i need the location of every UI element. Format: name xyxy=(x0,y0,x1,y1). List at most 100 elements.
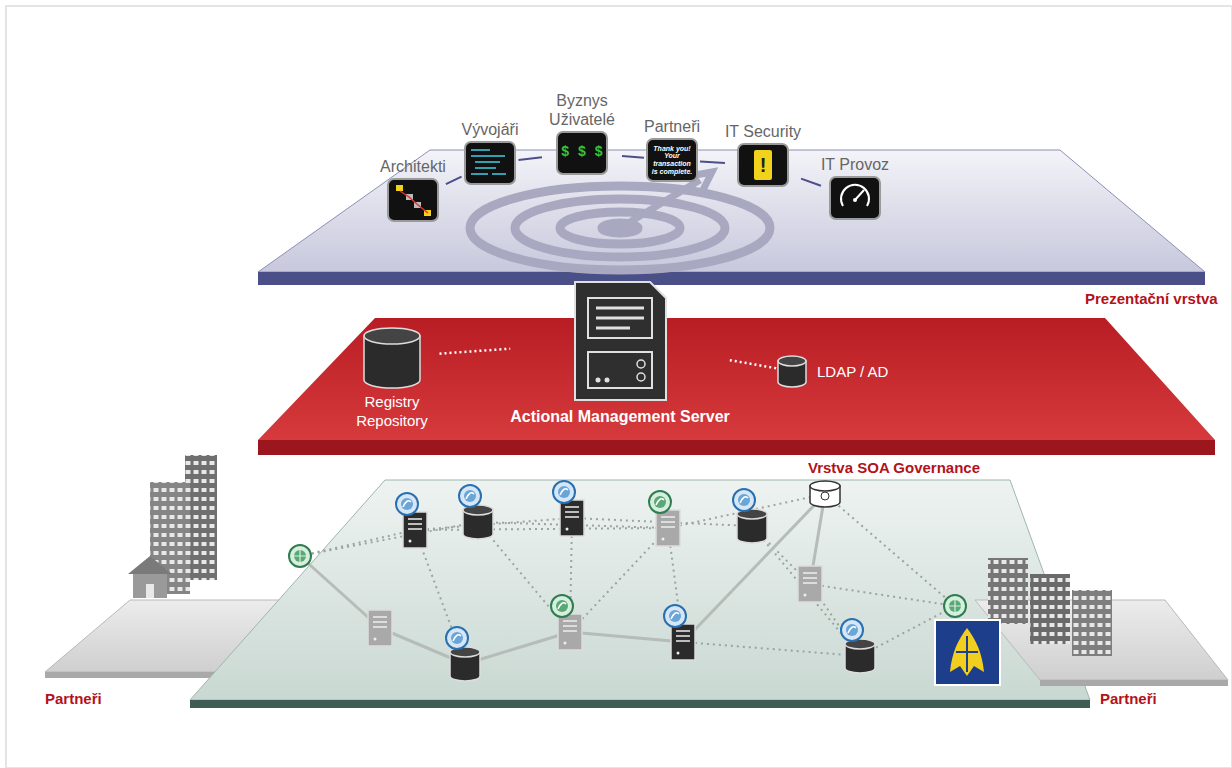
layer-heading: Vrstva SOA Governance xyxy=(808,459,980,476)
emblem xyxy=(935,620,1000,685)
network-server xyxy=(798,566,822,602)
icon-label: Vývojáři xyxy=(462,120,519,139)
business-icon xyxy=(557,132,607,174)
dotted-connector xyxy=(730,360,777,368)
network-link xyxy=(825,494,955,606)
icon-label: Actional Management Server xyxy=(510,407,730,426)
service-badge xyxy=(733,489,755,511)
network-server xyxy=(560,500,584,536)
plate-edge xyxy=(190,700,1090,708)
service-badge xyxy=(841,619,863,641)
platform-edge xyxy=(1040,680,1228,686)
icon-node: Vývojáři xyxy=(462,120,519,184)
icon-label: Registry Repository xyxy=(345,392,440,430)
network-server xyxy=(671,624,695,660)
network-link xyxy=(683,494,825,642)
icon-label: Byznys Uživatelé xyxy=(542,91,622,129)
network-link xyxy=(570,528,668,632)
partner-icon xyxy=(647,139,697,181)
icon-area xyxy=(574,281,666,401)
service-badge xyxy=(459,485,481,507)
icon-area xyxy=(388,179,438,221)
icon-area xyxy=(363,328,421,386)
operations-icon xyxy=(830,177,880,219)
icon-area: ! xyxy=(738,144,788,186)
icon-label: LDAP / AD xyxy=(817,362,888,381)
buildings xyxy=(988,558,1112,656)
connector-line xyxy=(801,179,821,186)
icon-area: Thank you! Your transaction is complete. xyxy=(647,139,697,181)
icon-node: Byznys Uživatelé $ $ $ xyxy=(542,91,622,174)
icon-area xyxy=(465,142,515,184)
network-server xyxy=(368,610,392,646)
connector-line xyxy=(700,162,725,163)
plate-edge xyxy=(258,440,1215,455)
network-server xyxy=(558,614,582,650)
connector-line xyxy=(446,177,462,185)
icon-node: LDAP / AD xyxy=(777,355,888,387)
icon-node: IT Security! xyxy=(725,122,801,186)
network-server xyxy=(403,512,427,548)
icon-node: PartneřiThank you! Your transaction is c… xyxy=(644,117,700,181)
service-badge xyxy=(396,493,418,515)
layer-heading: Prezentační vrstva xyxy=(1085,290,1218,307)
icon-node: IT Provoz xyxy=(821,155,889,219)
connector-line xyxy=(518,157,542,160)
dotted-connector xyxy=(440,349,511,354)
icon-area xyxy=(777,355,807,387)
service-badge xyxy=(446,627,468,649)
icon-label: IT Security xyxy=(725,122,801,141)
network-link xyxy=(300,530,415,556)
repository-cylinder xyxy=(364,328,420,388)
network-storage xyxy=(810,481,840,507)
frame xyxy=(6,6,1232,768)
network-database xyxy=(463,505,493,539)
icon-area: $ $ $ xyxy=(557,132,607,174)
screen-text: Thank you! Your transaction is complete. xyxy=(650,145,694,176)
layer-region: Vrstva SOA Governance Registry Repository… xyxy=(250,300,1225,485)
layer-region: Partneři xyxy=(40,570,310,710)
buildings xyxy=(128,455,217,598)
service-badge xyxy=(553,481,575,503)
group-label: Partneři xyxy=(1100,690,1157,707)
network-link xyxy=(683,642,860,656)
plate-edge xyxy=(258,272,1205,285)
connector-line xyxy=(622,156,644,158)
network-server xyxy=(656,510,680,546)
network-database xyxy=(450,647,480,681)
layer-region: Partneři xyxy=(960,560,1230,710)
screen-text: $ $ $ xyxy=(561,145,603,160)
network-database xyxy=(845,639,875,673)
ldap-cylinder xyxy=(778,356,806,387)
network-database xyxy=(737,509,767,543)
presentation-plate xyxy=(258,150,1205,272)
developer-icon xyxy=(465,142,515,184)
icon-node: Actional Management Server xyxy=(510,281,730,426)
service-badge xyxy=(664,605,686,627)
network-link xyxy=(570,632,683,642)
icon-label: IT Provoz xyxy=(821,155,889,174)
icon-label: Partneři xyxy=(644,117,700,136)
screen-text: ! xyxy=(760,154,767,176)
icon-area xyxy=(830,177,880,219)
service-badge xyxy=(551,595,573,617)
network-plate xyxy=(190,480,1090,700)
service-badge xyxy=(649,491,671,513)
network-hub xyxy=(944,595,966,617)
group-label: Partneři xyxy=(45,690,102,707)
network-hub xyxy=(289,545,311,567)
network-link xyxy=(415,528,668,530)
layer-region: Prezentační vrstva Architekti Vývojáři Byzn… xyxy=(250,0,1225,310)
icon-node: Registry Repository xyxy=(345,328,440,430)
icon-label: Architekti xyxy=(380,157,446,176)
network-link xyxy=(810,584,955,606)
target-rings xyxy=(470,172,770,270)
server-icon xyxy=(575,282,666,400)
security-icon xyxy=(738,144,788,186)
network-link xyxy=(415,530,465,664)
icon-node: Architekti xyxy=(380,157,446,221)
architect-icon xyxy=(388,179,438,221)
